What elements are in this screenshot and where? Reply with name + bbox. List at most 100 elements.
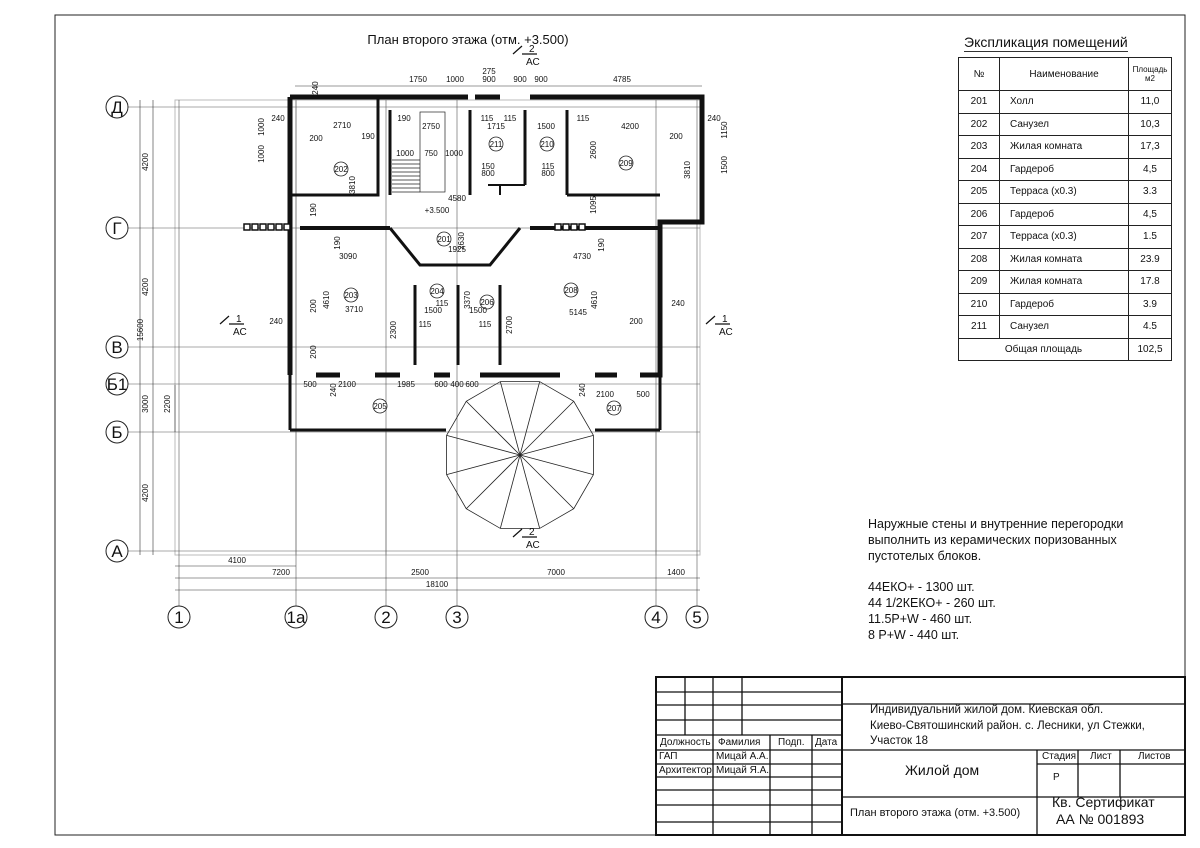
dimension-label: 4730 <box>573 252 591 261</box>
dimension-label: 1715 <box>487 122 505 131</box>
material-line: 8 Р+W - 440 шт. <box>868 628 960 642</box>
dimension-label: 2100 <box>596 390 614 399</box>
axis-label: 1а <box>287 608 306 627</box>
tb-sheet-header: Лист <box>1090 751 1112 762</box>
dimension-lines <box>139 85 702 591</box>
dimension-label: 1000 <box>445 149 463 158</box>
dimension-label: 190 <box>333 236 342 250</box>
axis-circle <box>105 216 129 240</box>
room-number: 203 <box>344 291 358 300</box>
section-number: 1 <box>236 314 242 325</box>
cell-num: 204 <box>958 157 1000 181</box>
room-marker <box>539 136 555 152</box>
dimension-label: 2300 <box>389 321 398 339</box>
dimension-label: 3370 <box>463 291 472 309</box>
cell-num: 210 <box>958 292 1000 316</box>
cell-num: 208 <box>958 247 1000 271</box>
tb-sheet-title: План второго этажа (отм. +3.500) <box>850 807 1021 819</box>
dimension-label: 115 <box>504 114 517 123</box>
room-number: 211 <box>490 140 503 149</box>
axis-grid <box>128 100 700 606</box>
explication-total: Общая площадь 102,5 <box>958 337 1172 361</box>
dimension-label: 1750 <box>409 75 427 84</box>
cell-area: 23.9 <box>1128 247 1172 271</box>
dimension-label: 3710 <box>345 305 363 314</box>
axis-circle <box>445 605 469 629</box>
axis-label: В <box>111 338 122 357</box>
axis-label: Б <box>111 423 122 442</box>
cell-num: 203 <box>958 135 1000 159</box>
explication-header: № Наименование Площадь м2 <box>958 57 1172 91</box>
tb-surname: Мицай А.А. <box>716 751 769 762</box>
cell-name: Гардероб <box>999 292 1129 316</box>
axis-circle <box>685 605 709 629</box>
axis-circle <box>105 335 129 359</box>
dimension-label: 115 <box>436 299 449 308</box>
cell-name: Холл <box>999 90 1129 114</box>
section-label: АС <box>526 57 540 68</box>
cell-area: 3.3 <box>1128 180 1172 204</box>
dimension-label: 1500 <box>424 306 442 315</box>
dimension-label: 800 <box>481 169 495 178</box>
tb-object-name: Жилой дом <box>905 762 980 778</box>
dimension-label: 900 <box>482 75 496 84</box>
dimension-label: 18100 <box>426 580 449 589</box>
dimension-label: 4580 <box>448 194 466 203</box>
section-number: 2 <box>529 527 535 538</box>
dimension-label: 200 <box>309 345 318 359</box>
section-number: 1 <box>722 314 728 325</box>
dimension-label: 1500 <box>720 156 729 174</box>
dimension-label: 115 <box>419 320 432 329</box>
dimension-label: 2630 <box>457 232 466 250</box>
axis-circle <box>167 605 191 629</box>
cell-num: 209 <box>958 270 1000 294</box>
dimension-label: 4200 <box>141 484 150 502</box>
dimension-label: 240 <box>707 114 721 123</box>
axis-circle <box>105 539 129 563</box>
tb-header-position: Должность <box>660 737 711 748</box>
axis-label: 5 <box>692 608 701 627</box>
cell-area: 4.5 <box>1128 315 1172 339</box>
room-number: 201 <box>437 235 451 244</box>
room-marker <box>343 287 359 303</box>
axis-label: А <box>111 542 123 561</box>
section-label: АС <box>719 327 733 338</box>
cell-area: 4,5 <box>1128 202 1172 226</box>
dimension-label: 2500 <box>411 568 429 577</box>
cell-num: 202 <box>958 112 1000 136</box>
dimension-label: 1500 <box>469 306 487 315</box>
dimension-label: 115 <box>577 114 590 123</box>
cell-name: Жилая комната <box>999 135 1129 159</box>
axis-circle <box>105 372 129 396</box>
dimension-label: 800 <box>541 169 555 178</box>
dimension-label: 2100 <box>338 380 356 389</box>
dimension-label: 400 <box>450 380 464 389</box>
cell-name: Терраса (х0.3) <box>999 180 1129 204</box>
room-marker <box>479 294 495 310</box>
dimension-label: 240 <box>311 81 320 95</box>
room-number: 209 <box>619 159 633 168</box>
dimension-label: 5145 <box>569 308 587 317</box>
dimension-label: 750 <box>424 149 438 158</box>
total-label: Общая площадь <box>958 337 1129 361</box>
note-line: пустотелых блоков. <box>868 549 982 563</box>
material-line: 11.5Р+W - 460 шт. <box>868 612 973 626</box>
dimension-label: 3000 <box>141 395 150 413</box>
room-marker <box>618 155 634 171</box>
material-line: 44 1/2КЕКО+ - 260 шт. <box>868 596 996 610</box>
tb-certificate-2: АА № 001893 <box>1056 811 1145 827</box>
axis-label: 4 <box>651 608 660 627</box>
dimension-label: 600 <box>465 380 479 389</box>
dimension-label: 1000 <box>396 149 414 158</box>
dimension-label: 240 <box>671 299 685 308</box>
dimension-label: 4785 <box>613 75 631 84</box>
